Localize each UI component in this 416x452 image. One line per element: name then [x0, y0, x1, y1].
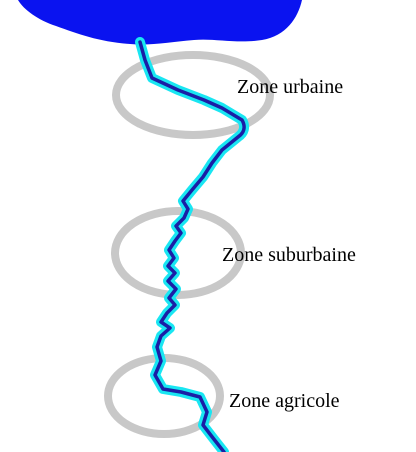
zone-label-urbaine: Zone urbaine — [237, 77, 343, 97]
water-body — [18, 0, 302, 45]
zone-label-suburbaine: Zone suburbaine — [222, 245, 356, 265]
zone-label-agricole: Zone agricole — [229, 391, 340, 411]
